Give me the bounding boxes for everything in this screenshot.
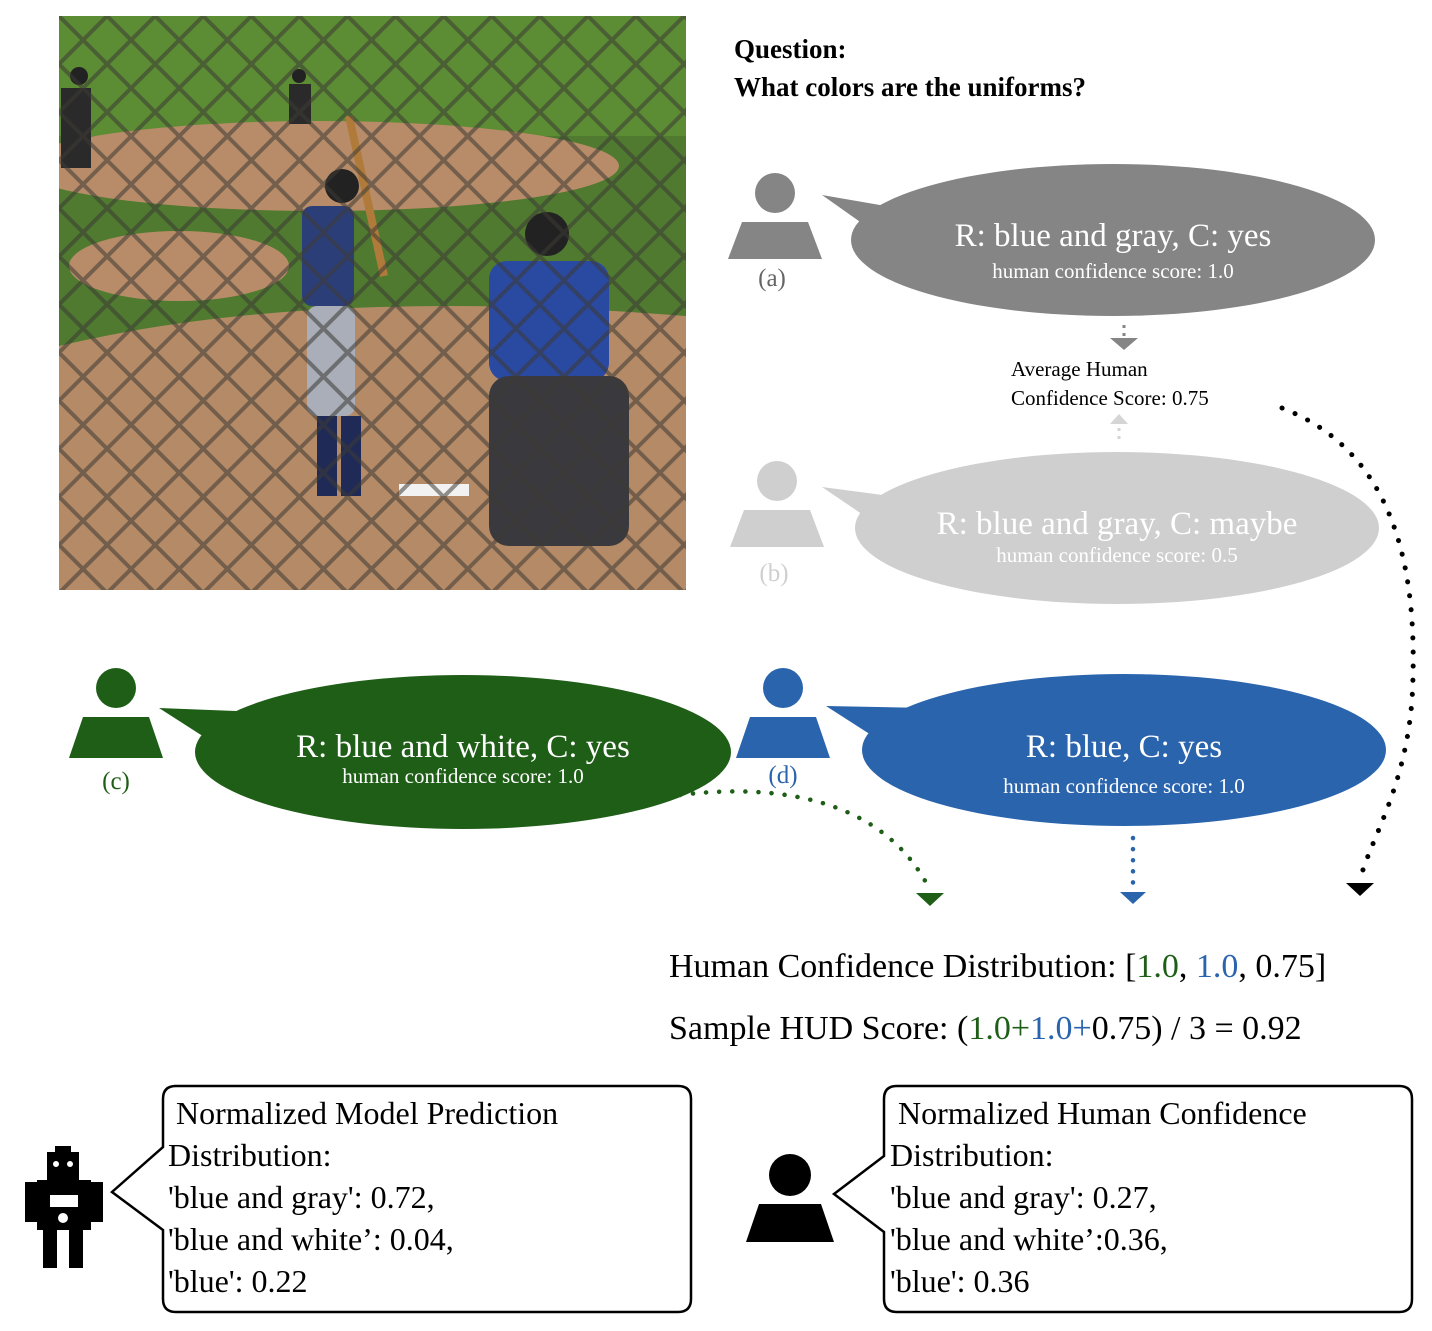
hud-value-c: 1.0+	[968, 1010, 1031, 1047]
score-d: human confidence score: 1.0	[1003, 774, 1245, 798]
response-b: R: blue and gray, C: maybe	[936, 506, 1298, 542]
model-box-line: 'blue and white’: 0.04,	[168, 1221, 454, 1257]
model-distribution-text: Normalized Model Prediction Distribution…	[168, 1092, 558, 1302]
response-a: R: blue and gray, C: yes	[954, 218, 1272, 254]
human-box-line: Distribution:	[890, 1137, 1054, 1173]
score-c: human confidence score: 1.0	[342, 764, 584, 788]
arrowhead-blue	[1120, 892, 1146, 904]
bubble-b-text: R: blue and gray, C: maybe human confide…	[855, 506, 1379, 568]
human-callout-frame	[831, 1084, 1414, 1314]
hcd-value-avg: 0.75	[1255, 948, 1315, 985]
baseball-photo	[59, 16, 686, 590]
model-box-line: Distribution:	[168, 1137, 332, 1173]
average-line2: Confidence Score: 0.75	[1011, 386, 1209, 410]
average-score: Average Human Confidence Score: 0.75	[1011, 355, 1209, 413]
hud-score: Sample HUD Score: (1.0+1.0+0.75) / 3 = 0…	[669, 1010, 1302, 1048]
hud-value-d: 1.0+	[1030, 1010, 1092, 1047]
question-label: Question:	[734, 34, 847, 64]
speech-bubble-d	[826, 674, 1386, 826]
question-block: Question: What colors are the uniforms?	[734, 30, 1086, 106]
speech-bubble-c	[159, 675, 731, 829]
average-connector	[1279, 405, 1416, 883]
human-distribution-text: Normalized Human Confidence Distribution…	[890, 1092, 1307, 1302]
average-arrows	[1110, 325, 1138, 440]
hcd-sep: ,	[1178, 948, 1196, 985]
hcd-suffix: ]	[1314, 948, 1327, 985]
annotator-a-label: (a)	[758, 265, 786, 292]
average-line1: Average Human	[1011, 357, 1148, 381]
response-d: R: blue, C: yes	[1025, 729, 1223, 765]
question-text: What colors are the uniforms?	[734, 72, 1086, 102]
model-callout-frame	[110, 1084, 693, 1314]
human-box-line: 'blue': 0.36	[890, 1263, 1030, 1299]
annotator-b-label: (b)	[759, 560, 789, 587]
annotator-c-label: (c)	[102, 768, 130, 795]
arrowhead-green	[916, 893, 944, 906]
hcd-value-c: 1.0	[1136, 948, 1179, 985]
human-box-title: Normalized Human Confidence	[898, 1095, 1307, 1131]
human-box-line: 'blue and gray': 0.27,	[890, 1179, 1157, 1215]
robot-icon	[25, 1146, 103, 1268]
annotator-d-label: (d)	[768, 762, 798, 789]
speech-bubble-b	[822, 452, 1379, 604]
model-box-title: Normalized Model Prediction	[176, 1095, 559, 1131]
score-b: human confidence score: 0.5	[996, 543, 1238, 567]
person-icon	[730, 461, 824, 547]
hud-prefix: Sample HUD Score: (	[669, 1010, 969, 1047]
hcd-value-d: 1.0	[1195, 948, 1239, 985]
person-icon	[728, 173, 822, 259]
hcd-prefix: Human Confidence Distribution: [	[669, 948, 1137, 985]
model-box-line: 'blue and gray': 0.72,	[168, 1179, 435, 1215]
human-confidence-distribution: Human Confidence Distribution: [1.0, 1.0…	[669, 948, 1326, 986]
person-icon	[746, 1154, 834, 1242]
bubble-c-text: R: blue and white, C: yes human confiden…	[195, 729, 731, 789]
response-c: R: blue and white, C: yes	[296, 729, 630, 765]
speech-bubble-a	[822, 164, 1375, 316]
hud-rest: 0.75) / 3 = 0.92	[1091, 1010, 1302, 1047]
person-icon	[736, 668, 830, 758]
hcd-sep: ,	[1238, 948, 1256, 985]
bubble-a-text: R: blue and gray, C: yes human confidenc…	[851, 218, 1375, 284]
human-box-line: 'blue and white’:0.36,	[890, 1221, 1168, 1257]
person-icon	[69, 668, 163, 758]
connector-c	[677, 789, 933, 893]
score-a: human confidence score: 1.0	[992, 259, 1234, 283]
bubble-d-text: R: blue, C: yes human confidence score: …	[862, 729, 1386, 799]
model-box-line: 'blue': 0.22	[168, 1263, 308, 1299]
arrowhead-black	[1346, 883, 1374, 896]
